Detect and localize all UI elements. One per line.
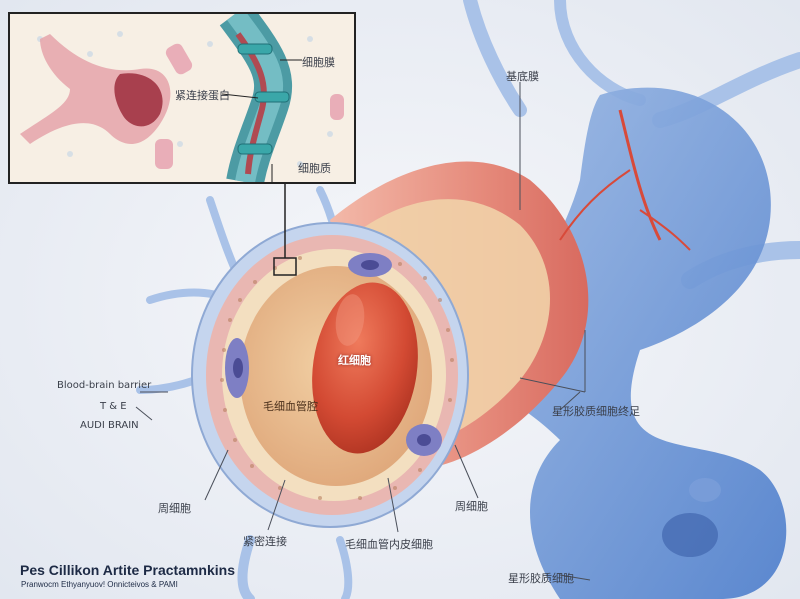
label-pericyte: 周细胞: [455, 500, 488, 513]
inset-label-cytoplasm: 细胞质: [298, 162, 331, 175]
inset-illustration: [10, 14, 354, 182]
inset-label-tight-junction-protein: 紧连接蛋白: [175, 89, 230, 102]
label-astrocyte-endfoot: 星形胶质细胞终足: [552, 405, 640, 418]
footer-subtitle: Pranwocm Ethyanyuov! Onnicteivos & PAMI: [21, 580, 178, 589]
label-pericyte-left: 周细胞: [158, 502, 191, 515]
label-red-blood-cell: 红细胞: [338, 354, 371, 367]
left-label-1: Blood-brain barrier: [57, 380, 152, 391]
label-capillary-lumen: 毛细血管腔: [263, 400, 318, 413]
red-blood-cell: [312, 282, 418, 454]
magnified-inset: 细胞膜 紧连接蛋白 细胞质: [8, 12, 356, 184]
label-astrocyte-cell: 星形胶质细胞: [508, 572, 574, 585]
label-basement-membrane: 基底膜: [506, 70, 539, 83]
label-endothelial-cell: 毛细血管内皮细胞: [345, 538, 433, 551]
label-tight-junction: 紧密连接: [243, 535, 287, 548]
footer-title: Pes Cillikon Artite Practamnkins: [20, 562, 235, 578]
leader-lines: [135, 82, 591, 581]
left-label-3: AUDI BRAIN: [80, 420, 139, 431]
astrocyte-cell-body: [470, 87, 787, 599]
endothelial-nuclei: [225, 253, 442, 456]
left-label-2: T & E: [100, 401, 127, 412]
inset-label-membrane: 细胞膜: [302, 56, 335, 69]
